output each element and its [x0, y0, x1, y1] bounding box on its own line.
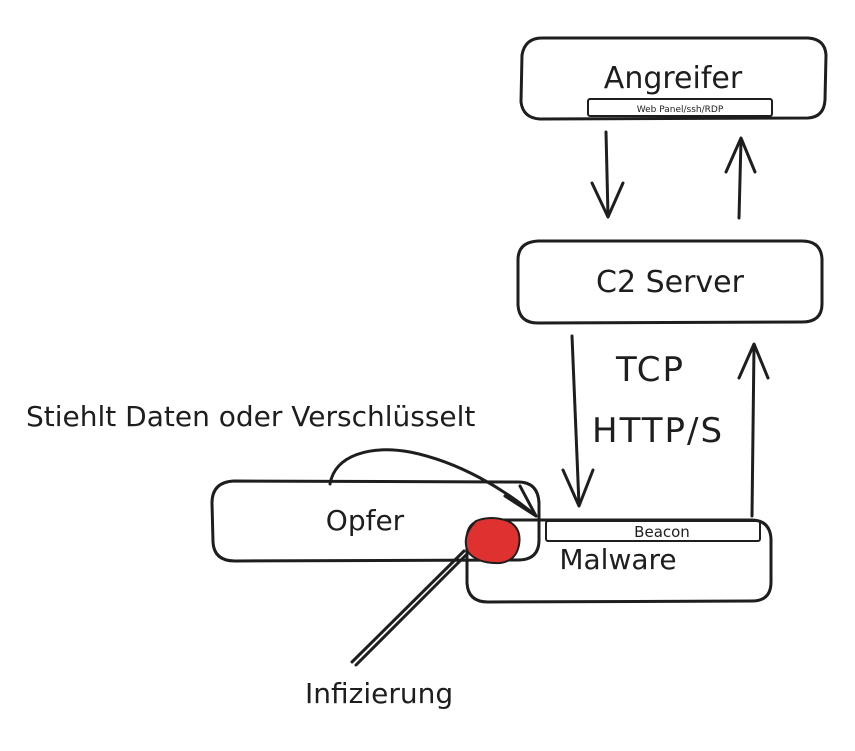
victim-label: Opfer — [326, 504, 405, 537]
beacon-label: Beacon — [634, 523, 690, 541]
action-label: Stiehlt Daten oder Verschlüsselt — [26, 400, 475, 433]
victim-node[interactable]: Opfer — [210, 479, 541, 563]
arrow-c2-to-attacker — [724, 136, 757, 220]
c2-server-node[interactable]: C2 Server — [516, 239, 824, 325]
malware-label: Malware — [559, 543, 676, 576]
infection-label: Infizierung — [305, 677, 453, 710]
attacker-label: Angreifer — [604, 61, 743, 96]
malware-node[interactable]: Malware Beacon — [465, 518, 773, 604]
attacker-access-box — [587, 98, 773, 117]
attacker-access-label: Web Panel/ssh/RDP — [637, 105, 724, 115]
protocol-tcp-label: TCP — [615, 350, 685, 390]
infection-line — [350, 549, 470, 667]
arrow-attacker-to-c2 — [590, 130, 625, 219]
arrow-malware-to-c2 — [737, 342, 770, 518]
arrow-c2-to-malware — [561, 334, 595, 508]
infection-marker — [464, 517, 521, 565]
arrow-steal-data — [328, 448, 538, 518]
beacon-box — [545, 520, 761, 542]
protocol-http-label: HTTP/S — [592, 411, 724, 451]
c2-server-label: C2 Server — [596, 265, 745, 300]
attacker-node[interactable]: Angreifer Web Panel/ssh/RDP — [519, 36, 828, 121]
